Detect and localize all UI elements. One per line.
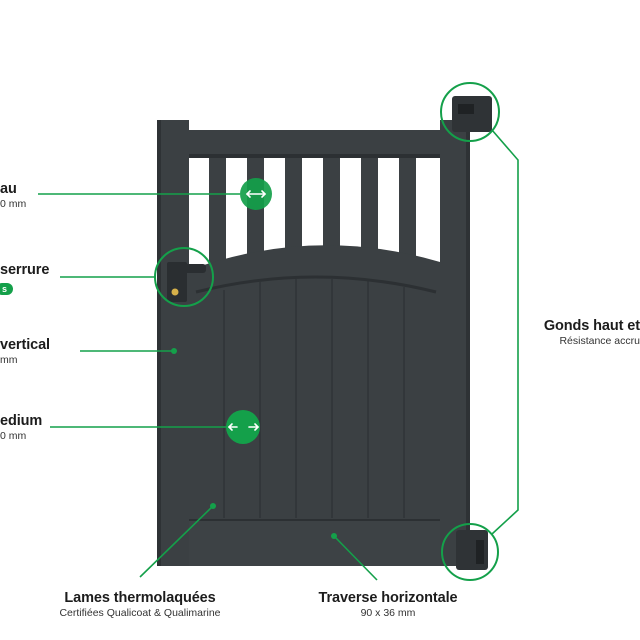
label-serrure-badge: s (0, 283, 14, 295)
label-vertical: vertical mm (0, 337, 50, 367)
label-traverse-sub: 90 x 36 mm (360, 607, 416, 619)
bottom-hinge-icon (456, 530, 488, 570)
label-medium-title: edium (0, 413, 43, 429)
label-gonds-sub: Résistance accru (559, 335, 640, 347)
hinge-icon (452, 96, 492, 132)
label-vertical-sub: mm (0, 354, 18, 366)
label-barreau: au 0 mm (0, 181, 26, 211)
right-post (440, 120, 470, 566)
label-medium-sub: 0 mm (0, 430, 27, 442)
leader-dots (171, 348, 337, 539)
label-lames-title: Lames thermolaquées (64, 590, 216, 606)
label-traverse-title: Traverse horizontale (318, 590, 458, 606)
label-serrure-title: serrure (0, 262, 50, 278)
label-gonds: Gonds haut et Résistance accru (528, 318, 640, 348)
callout-circle-medium (226, 410, 260, 444)
label-traverse: Traverse horizontale 90 x 36 mm (288, 590, 488, 620)
leader-lines (38, 129, 519, 581)
arched-rail (189, 245, 440, 566)
label-vertical-title: vertical (0, 337, 50, 353)
label-serrure: serrure s (0, 262, 49, 297)
label-medium: edium 0 mm (0, 413, 42, 443)
panel-lames (223, 279, 405, 518)
top-rail (189, 130, 440, 158)
label-barreau-title: au (0, 181, 17, 197)
double-arrow-icon (227, 190, 267, 431)
left-post (157, 120, 189, 566)
label-lames-sub: Certifiées Qualicoat & Qualimarine (59, 607, 221, 619)
label-gonds-title: Gonds haut et (543, 318, 640, 334)
callout-circle-hinge-bottom (441, 523, 499, 581)
bottom-rail (189, 520, 440, 566)
label-lames: Lames thermolaquées Certifiées Qualicoat… (40, 590, 240, 620)
label-barreau-sub: 0 mm (0, 198, 27, 210)
lock-icon (167, 262, 206, 302)
callout-circle-hinge-top (440, 82, 500, 142)
